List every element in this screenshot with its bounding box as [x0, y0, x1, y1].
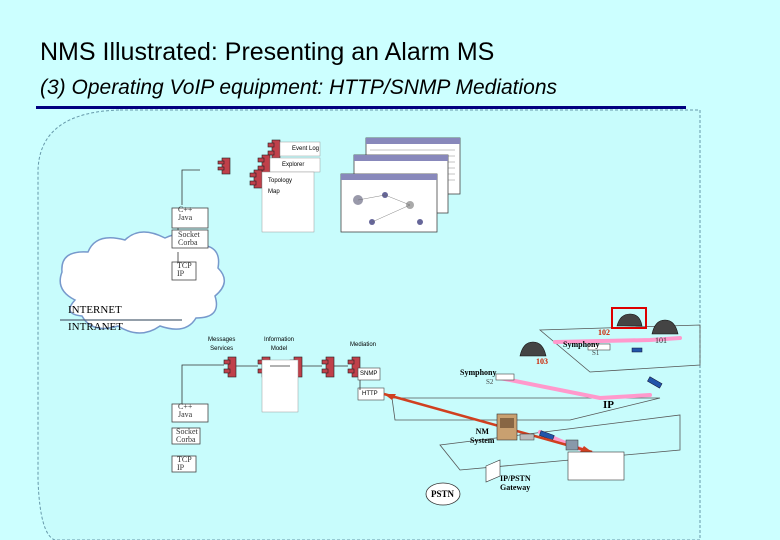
- server-connectors: [181, 364, 361, 408]
- upper-stack-label-2: Socket Corba: [178, 230, 200, 247]
- screenshot-window-front: [340, 173, 438, 233]
- lower-stack-label-1: C++ Java: [178, 402, 193, 419]
- server-component-messages: [223, 356, 237, 378]
- gui-small-component: [217, 157, 231, 175]
- symphony-s2-device: [495, 373, 515, 381]
- nm-system-computer: [496, 413, 535, 441]
- symphony-top-id: S1: [592, 349, 600, 357]
- title-underline: [36, 106, 686, 109]
- gateway-link-arrow: [383, 392, 593, 454]
- gui-explorer-label: Explorer: [282, 162, 305, 168]
- upper-stack-box-3: [171, 261, 197, 281]
- slide-subtitle: (3) Operating VoIP equipment: HTTP/SNMP …: [40, 76, 558, 99]
- http-label: HTTP: [362, 391, 378, 397]
- server-component-mediation: [321, 356, 361, 378]
- phone-101: [651, 319, 679, 335]
- gateway-label: IP/PSTN Gateway: [500, 474, 531, 492]
- gui-event-log-label: Event Log: [292, 146, 320, 152]
- intranet-label: INTRANET: [68, 321, 123, 333]
- pstn-oval: [425, 482, 461, 506]
- nm-system-label: NM System: [470, 427, 495, 445]
- symphony-mid-label: Symphony: [460, 368, 497, 377]
- lower-stack-label-3: TCP IP: [177, 455, 192, 472]
- gui-label-box-1: [279, 141, 321, 157]
- pstn-label: PSTN: [431, 489, 455, 499]
- upper-stack-connector: [181, 169, 200, 205]
- snmp-box: [357, 367, 381, 381]
- upper-stack-label-1: C++ Java: [178, 205, 193, 222]
- ip-pstn-gateway-device: [485, 439, 625, 483]
- information-model-label: Information Model: [264, 337, 295, 352]
- upper-stack-box-1: [171, 207, 209, 229]
- lower-stack-box-3: [171, 455, 197, 473]
- internet-label: INTERNET: [68, 304, 122, 316]
- symphony-s1-device: [587, 343, 611, 351]
- upper-stack-label-3: TCP IP: [177, 261, 192, 278]
- mediation-label: Mediation: [350, 342, 377, 348]
- slide-title: NMS Illustrated: Presenting an Alarm MS: [40, 38, 495, 66]
- upper-stack-box-2: [171, 229, 209, 249]
- lower-stack-box-1: [171, 403, 209, 423]
- phone-102-label: 102: [598, 328, 610, 337]
- information-model-box: [261, 359, 299, 413]
- phone-103: [519, 341, 547, 357]
- symphony-mid-id: S2: [486, 378, 494, 386]
- snmp-label: SNMP: [360, 371, 378, 377]
- blue-link-segments: [539, 347, 663, 441]
- ip-label: IP: [603, 399, 614, 411]
- symphony-top-label: Symphony: [563, 340, 600, 349]
- phone-101-label: 101: [655, 336, 667, 345]
- messages-services-label: Messages Services: [208, 337, 236, 352]
- internet-cloud: [59, 231, 225, 334]
- lower-stack-label-2: Socket Corba: [176, 427, 198, 444]
- gui-topology-map-label: Topology Map: [268, 178, 293, 195]
- phone-103-label: 103: [536, 357, 548, 366]
- gui-label-box-3: [261, 171, 315, 233]
- phone-102: [611, 307, 647, 329]
- lower-stack-box-2: [171, 427, 201, 445]
